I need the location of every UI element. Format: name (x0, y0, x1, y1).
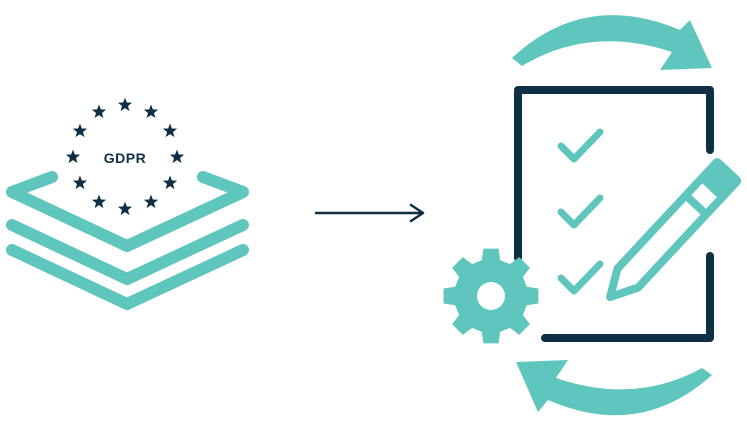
layer-stack (6, 171, 249, 310)
checklist-items (557, 128, 604, 295)
clipboard-frame (514, 86, 714, 342)
check-mark-icon (557, 194, 604, 229)
cycle-arrow-bottom-icon (516, 360, 712, 416)
gdpr-layers-icon: GDPR (6, 97, 249, 310)
pencil-body (606, 173, 727, 302)
star-icon (91, 104, 107, 119)
arrow-right-icon (314, 203, 425, 223)
layer-top (6, 171, 249, 252)
pencil-band (681, 191, 711, 219)
pencil-eraser (699, 158, 742, 200)
star-icon (169, 149, 185, 164)
clipboard-outline (514, 86, 714, 262)
layer-middle (6, 219, 249, 285)
clipboard-outline-lower (541, 252, 714, 342)
star-icon (117, 97, 133, 112)
star-icon (91, 194, 107, 209)
star-icon (143, 194, 159, 209)
star-icon (117, 201, 133, 216)
layer-bottom (6, 244, 249, 310)
pencil-icon (606, 158, 742, 302)
star-icon (72, 123, 88, 138)
star-icon (65, 149, 81, 164)
eu-star-circle (65, 97, 185, 216)
star-icon (72, 175, 88, 190)
gear-hole (477, 282, 505, 310)
check-mark-icon (557, 128, 604, 163)
cycle-arrow-top-icon (512, 15, 712, 70)
cycle-arrow-bottom-body (516, 360, 712, 416)
star-icon (162, 175, 178, 190)
compliance-checklist-icon (443, 15, 742, 416)
gear-icon (443, 248, 539, 344)
star-icon (162, 123, 178, 138)
cycle-arrow-top-body (512, 15, 712, 70)
star-icon (143, 104, 159, 119)
arrow-head (409, 203, 425, 223)
check-mark-icon (557, 260, 604, 295)
gdpr-label: GDPR (104, 150, 146, 166)
